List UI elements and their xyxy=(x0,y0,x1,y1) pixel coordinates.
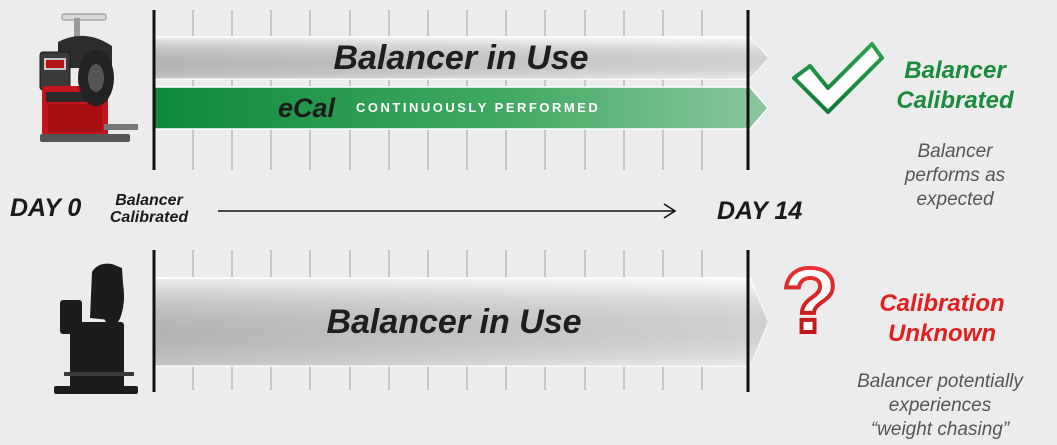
bottom-status-title: Calibration Unknown xyxy=(862,289,1022,349)
top-status-description: Balancer performs as expected xyxy=(870,140,1040,212)
panel-boundaries xyxy=(152,10,750,392)
svg-text:?: ? xyxy=(782,250,838,352)
top-status-title-line2: Calibrated xyxy=(896,87,1014,114)
ecal-sublabel: CONTINUOUSLY PERFORMED xyxy=(356,100,601,115)
ecal-label: eCal xyxy=(278,93,336,123)
top-status-desc-line2: performs as xyxy=(904,165,1006,186)
top-bar-label: Balancer in Use xyxy=(333,39,589,77)
day-0-label: DAY 0 xyxy=(10,194,82,222)
day-0-note-line2: Calibrated xyxy=(109,209,189,226)
day-0-note-line1: Balancer xyxy=(115,192,183,209)
bottom-status-desc-line1: Balancer potentially xyxy=(857,371,1023,392)
day-14-label: DAY 14 xyxy=(717,197,803,225)
top-status-title-line1: Balancer xyxy=(904,57,1006,84)
bottom-status-desc-line2: experiences xyxy=(888,395,992,416)
checkmark-icon xyxy=(792,42,884,114)
bottom-bar-label: Balancer in Use xyxy=(326,303,582,341)
timeline-arrow xyxy=(218,203,677,219)
bottom-status-title-line2: Unknown xyxy=(888,320,996,347)
top-status-title: Balancer Calibrated xyxy=(880,56,1030,116)
bottom-status-desc-line3: “weight chasing” xyxy=(870,419,1010,440)
question-mark-icon: ? xyxy=(780,248,840,354)
bottom-status-title-line1: Calibration xyxy=(879,290,1005,317)
balancer-machine-image xyxy=(39,13,138,142)
day-0-note: Balancer Calibrated xyxy=(100,192,198,226)
bottom-status-description: Balancer potentially experiences “weight… xyxy=(830,370,1050,442)
balancer-silhouette-image xyxy=(54,263,138,394)
top-status-desc-line3: expected xyxy=(916,189,994,210)
top-status-desc-line1: Balancer xyxy=(917,141,993,162)
